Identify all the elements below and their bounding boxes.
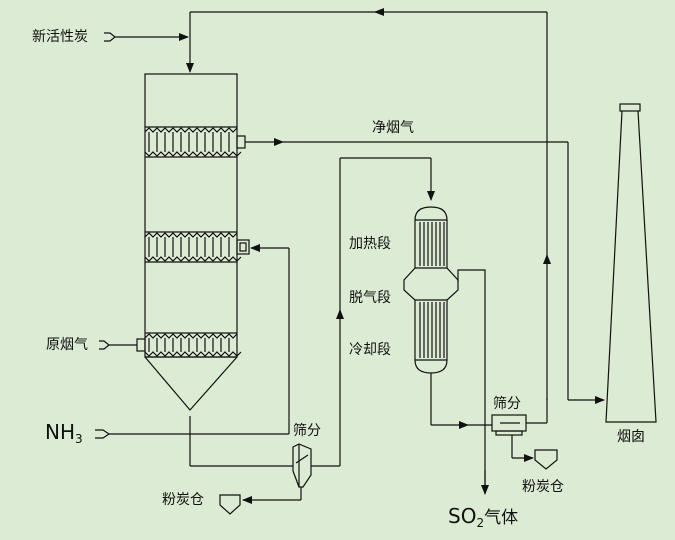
label-powder-right: 粉炭仓: [522, 479, 564, 495]
sieve-right: [491, 414, 527, 436]
chimney-stack: [605, 103, 657, 423]
label-powder-left: 粉炭仓: [162, 492, 204, 508]
label-raw-gas: 原烟气: [46, 337, 88, 353]
powder-hopper-left: [219, 494, 241, 515]
nh3-subscript: 3: [75, 432, 83, 446]
regeneration-tower: [403, 206, 459, 374]
flow-nh3: [95, 244, 290, 439]
label-heating: 加热段: [349, 236, 391, 252]
flow-recycle-top: [186, 8, 551, 400]
adsorption-bed-middle: [144, 231, 250, 263]
label-nh3: NH3: [45, 422, 83, 445]
heating-tubes: [419, 222, 445, 266]
label-clean-gas: 净烟气: [372, 120, 414, 136]
adsorption-bed-bottom: [136, 332, 242, 358]
powder-hopper-right: [534, 449, 558, 470]
flow-so2: [457, 269, 489, 495]
flow-regen-to-sieve: [430, 373, 548, 429]
so2-suffix: 气体: [484, 508, 519, 528]
label-degassing: 脱气段: [349, 290, 391, 306]
nh3-main: NH: [45, 420, 75, 444]
label-so2: SO2气体: [448, 506, 518, 529]
so2-subscript: 2: [476, 516, 485, 530]
so2-main: SO: [448, 504, 477, 528]
label-sieve-right: 筛分: [493, 396, 521, 412]
cooling-tubes: [419, 302, 445, 358]
flow-fresh-carbon: [104, 32, 189, 42]
flow-to-powder-right: [511, 435, 534, 462]
adsorption-tower: [136, 73, 250, 411]
label-fresh-carbon: 新活性炭: [32, 29, 88, 45]
sieve-left: [292, 443, 312, 500]
label-chimney: 烟囱: [617, 429, 645, 445]
label-sieve-left: 筛分: [293, 423, 321, 439]
adsorption-bed-top: [144, 126, 246, 158]
flow-raw-gas: [99, 340, 137, 350]
label-cooling: 冷却段: [349, 342, 391, 358]
flow-loaded-carbon: [189, 157, 435, 467]
flow-clean-gas: [245, 138, 605, 404]
